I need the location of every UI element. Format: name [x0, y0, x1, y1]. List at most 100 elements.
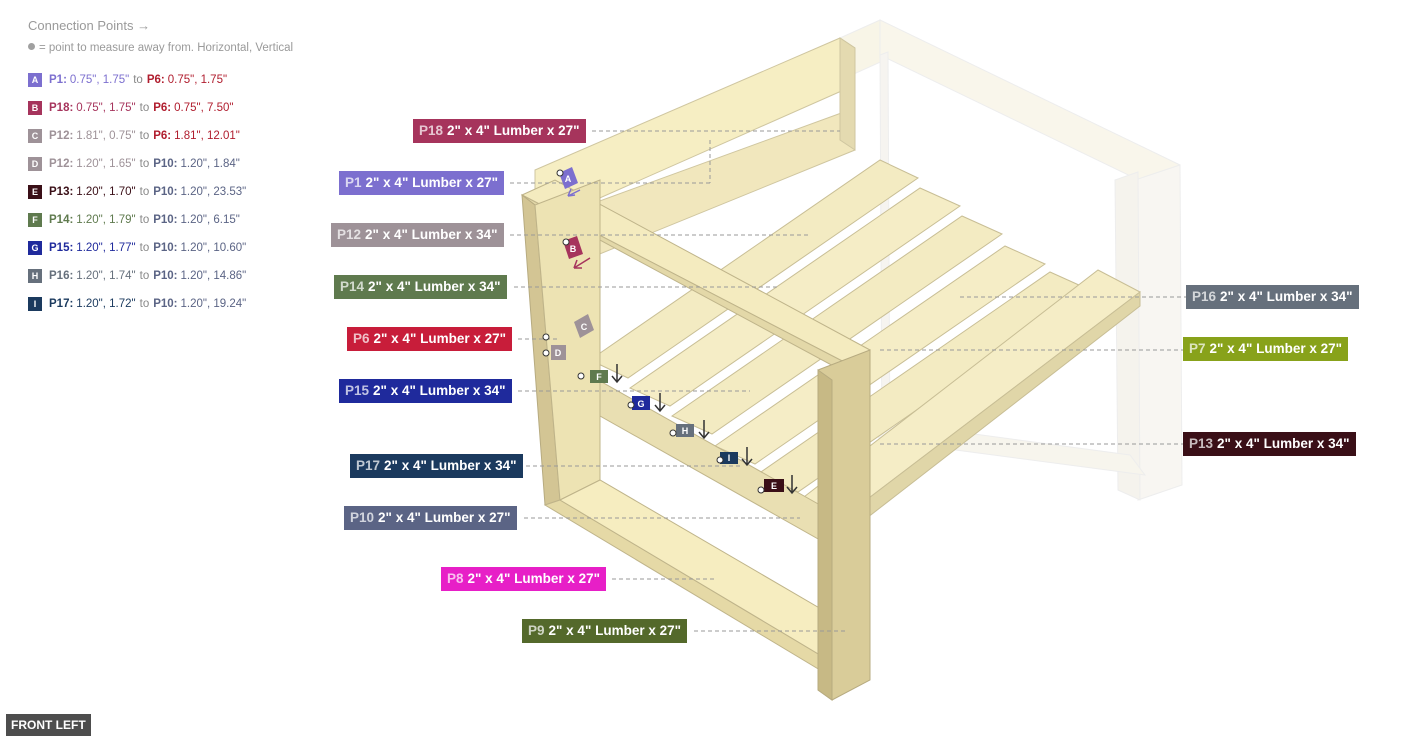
- connection-to-value: 1.20", 10.60": [180, 242, 247, 254]
- connection-badge: G: [28, 241, 42, 255]
- part-id: P18: [419, 123, 444, 138]
- connection-badge: D: [28, 157, 42, 171]
- svg-text:F: F: [596, 372, 602, 382]
- connection-badge: I: [28, 297, 42, 311]
- part-id: P14: [340, 279, 365, 294]
- connection-to-value: 0.75", 1.75": [167, 74, 228, 86]
- part-id: P16: [1192, 289, 1217, 304]
- point-dot-icon: [28, 43, 35, 51]
- connection-from-part: P15:: [49, 242, 74, 254]
- connection-from-value: 1.20", 1.72": [76, 298, 136, 310]
- marker-d: D: [542, 345, 566, 360]
- part-description: 2" x 4" Lumber x 34": [1220, 289, 1353, 304]
- marker-b: B: [562, 236, 591, 269]
- connection-badge: E: [28, 185, 42, 199]
- legend-hint-text: = point to measure away from. Horizontal…: [39, 42, 294, 54]
- part-description: 2" x 4" Lumber x 27": [365, 175, 499, 190]
- connection-to-part: P10:: [153, 214, 178, 226]
- connection-to-part: P10:: [153, 186, 178, 198]
- connection-to-value: 1.20", 19.24": [180, 298, 247, 310]
- part-id: P9: [528, 623, 545, 638]
- svg-text:H: H: [682, 426, 689, 436]
- svg-text:C: C: [581, 322, 588, 332]
- connection-badge: F: [28, 213, 42, 227]
- connection-to-word: to: [139, 242, 150, 254]
- connection-from-value: 1.20", 1.79": [76, 214, 136, 226]
- marker-i: I: [716, 447, 753, 467]
- svg-text:B: B: [570, 244, 577, 254]
- connection-to-word: to: [133, 74, 143, 86]
- marker-a: A: [556, 167, 581, 197]
- marker-f: F: [577, 364, 623, 384]
- connection-from-value: 1.81", 0.75": [76, 130, 136, 142]
- connection-points-legend: Connection Points → = point to measure a…: [28, 16, 348, 318]
- marker-g: G: [627, 393, 666, 413]
- marker-c: C: [542, 314, 594, 341]
- connection-to-part: P10:: [153, 158, 178, 170]
- legend-title[interactable]: Connection Points →: [28, 18, 151, 33]
- marker-e: E: [757, 475, 798, 495]
- part-description: 2" x 4" Lumber x 34": [373, 383, 506, 398]
- connection-from-value: 0.75", 1.75": [69, 74, 130, 86]
- connection-to-part: P6:: [146, 74, 165, 86]
- connection-to-value: 1.20", 6.15": [180, 214, 240, 226]
- connection-from-part: P16:: [49, 270, 74, 282]
- connection-from-part: P17:: [49, 298, 74, 310]
- connection-badge: H: [28, 269, 42, 283]
- view-label[interactable]: FRONT LEFT: [6, 714, 91, 736]
- connection-from-value: 1.20", 1.70": [76, 186, 136, 198]
- connection-to-value: 1.20", 14.86": [180, 270, 247, 282]
- part-id: P7: [1189, 341, 1206, 356]
- connection-from-value: 1.20", 1.77": [76, 242, 136, 254]
- svg-text:I: I: [728, 453, 731, 463]
- connection-from-part: P12:: [49, 158, 74, 170]
- connection-to-word: to: [139, 270, 150, 282]
- connection-from-value: 0.75", 1.75": [76, 102, 136, 114]
- part-description: 2" x 4" Lumber x 34": [1217, 436, 1350, 451]
- connection-to-word: to: [139, 102, 150, 114]
- connection-to-word: to: [139, 298, 150, 310]
- connection-to-word: to: [139, 130, 150, 142]
- connection-to-word: to: [139, 214, 150, 226]
- part-description: 2" x 4" Lumber x 27": [378, 510, 511, 525]
- connection-to-value: 1.20", 1.84": [180, 158, 240, 170]
- svg-text:D: D: [555, 348, 562, 358]
- connection-to-value: 1.20", 23.53": [180, 186, 247, 198]
- connection-markers: A B C D F G: [542, 167, 798, 495]
- marker-h: H: [669, 420, 710, 440]
- part-description: 2" x 4" Lumber x 27": [447, 123, 580, 138]
- connection-from-part: P12:: [49, 130, 74, 142]
- connection-to-part: P10:: [153, 270, 178, 282]
- part-id: P12: [337, 227, 362, 242]
- svg-text:G: G: [637, 399, 644, 409]
- connection-to-value: 0.75", 7.50": [174, 102, 234, 114]
- part-id: P17: [356, 458, 381, 473]
- leader-lines: [510, 130, 1186, 632]
- connection-to-part: P10:: [153, 242, 178, 254]
- connection-badge: C: [28, 129, 42, 143]
- connection-to-word: to: [139, 186, 150, 198]
